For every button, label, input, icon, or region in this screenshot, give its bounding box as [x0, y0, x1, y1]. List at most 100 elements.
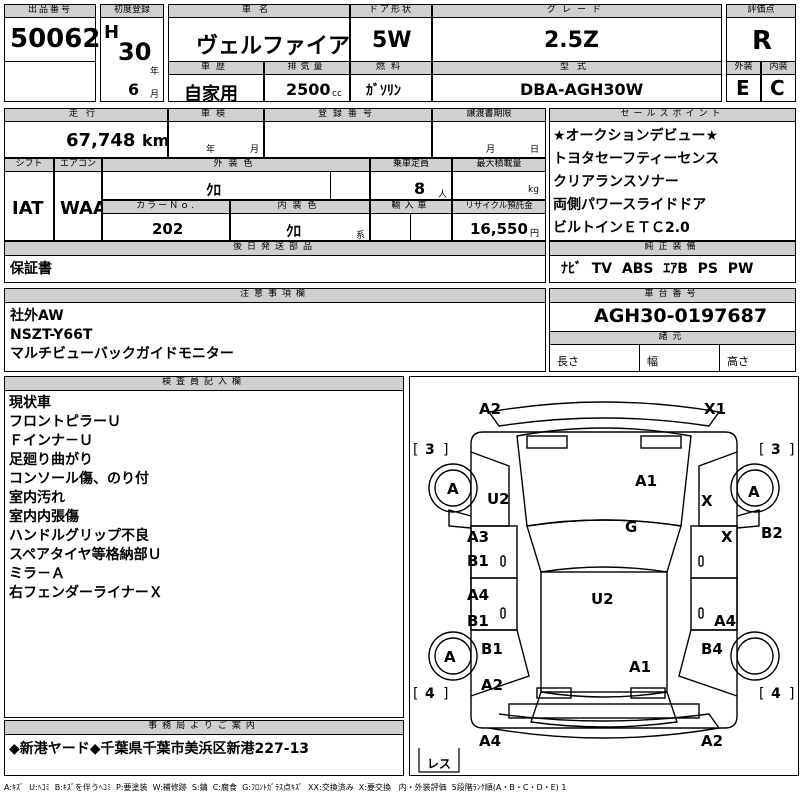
- interior-label: 内装: [761, 61, 796, 75]
- inspection-year-unit: 年: [206, 145, 216, 155]
- damage-mark: U2: [487, 490, 510, 508]
- right-rear-tire-inner: [736, 637, 774, 675]
- capacity-unit: 人: [438, 190, 448, 200]
- transfer-month-unit: 月: [486, 145, 496, 155]
- grade-label: グレード: [432, 4, 722, 18]
- damage-mark: U2: [591, 590, 614, 608]
- exterior-value: E: [736, 76, 750, 100]
- lot-blank-cell: [4, 61, 96, 102]
- door-handle: [698, 607, 704, 619]
- tire-lf-value: 3: [425, 442, 435, 458]
- notes-line: NSZT-Y66T: [10, 327, 93, 343]
- damage-mark: B2: [761, 524, 783, 542]
- inspector-line: 右フェンダーライナーＸ: [9, 585, 163, 601]
- rear-glass: [530, 691, 678, 728]
- exterior-label: 外装: [726, 61, 761, 75]
- damage-mark: B4: [701, 640, 723, 658]
- tail-lamp: [536, 687, 572, 699]
- front-bumper: [487, 401, 721, 427]
- length-label: 長さ: [557, 355, 579, 368]
- inspector-line: コンソール傷、のり付: [9, 471, 149, 487]
- tire-lr-value: 4: [425, 686, 435, 702]
- legend: A:ｷｽﾞ U:ﾍｺﾐ B:ｷｽﾞを伴うﾍｺﾐ P:要塗装 W:補修跡 S:錆 …: [4, 783, 567, 792]
- car-outline: [448, 401, 760, 739]
- tire-rf-bracket: [: [759, 442, 764, 458]
- recycle-unit: 円: [530, 229, 540, 239]
- rear-lower: [508, 703, 700, 719]
- mileage-label: 走行: [4, 108, 168, 122]
- tire-lr-bracket: [: [413, 686, 418, 702]
- damage-mark: X: [721, 528, 733, 546]
- recycle-label: リサイクル預託金: [452, 200, 546, 214]
- car-name-label: 車名: [168, 4, 350, 18]
- damage-mark: B1: [481, 640, 503, 658]
- equipment-label: 純正装備: [549, 241, 796, 256]
- hood: [516, 427, 692, 527]
- damage-mark: A: [748, 483, 760, 501]
- mileage-unit: km: [142, 131, 170, 150]
- rear-bumper: [488, 713, 721, 739]
- damage-mark: B1: [467, 552, 489, 570]
- inspector-line: Ｆインナ－Ｕ: [9, 433, 93, 449]
- color-no-value: 202: [152, 220, 184, 238]
- inspector-cell: [4, 376, 404, 718]
- chassis-value: AGH30-0197687: [594, 305, 768, 327]
- tail-lamp: [630, 687, 666, 699]
- reg-year: 30: [118, 38, 152, 66]
- recycle-value: 16,550: [470, 220, 528, 238]
- mileage-value: 67,748: [66, 130, 136, 151]
- import-label: 輸入車: [370, 200, 452, 214]
- transfer-day-unit: 日: [530, 145, 540, 155]
- office-label: 事務局よりご案内: [4, 720, 404, 735]
- first-reg-cell: [100, 4, 164, 102]
- left-rear-tire: [428, 631, 478, 681]
- right-quarter: [678, 629, 738, 697]
- sales-points-label: セールスポイント: [549, 108, 796, 122]
- sales-point: トヨタセーフティーセンス: [553, 151, 720, 167]
- fuel-label: 燃料: [350, 61, 432, 75]
- damage-mark: A4: [714, 612, 736, 630]
- spec-label: 諸元: [549, 331, 796, 345]
- inspector-label: 検査員記入欄: [4, 376, 404, 391]
- displacement-label: 排気量: [264, 61, 350, 75]
- door-label: ドア形状: [350, 4, 432, 18]
- width-label: 幅: [647, 355, 658, 368]
- windshield: [526, 519, 682, 573]
- displacement-value: 2500: [286, 80, 331, 99]
- displacement-unit: cc: [332, 89, 342, 99]
- notes-label: 注意事項欄: [4, 288, 546, 303]
- inspector-line: 現状車: [9, 395, 51, 411]
- lot-number-label: 出品番号: [4, 4, 96, 18]
- notes-line: マルチビューバックガイドモニター: [10, 346, 234, 362]
- int-color-unit: 系: [356, 231, 366, 241]
- damage-mark: A2: [481, 676, 503, 694]
- vehicle-damage-diagram: [ 3 ] [ 3 ] [ 4 ] [ 4 ] レス A2 X1 U2 A1 X…: [413, 400, 794, 773]
- lot-number: 50062: [10, 24, 101, 54]
- car-name: ヴェルファイア: [196, 34, 351, 59]
- shift-label: シフト: [4, 158, 54, 172]
- inspector-lines: 現状車 フロントピラーＵ Ｆインナ－Ｕ 足廻り曲がり コンソール傷、のり付 室内…: [9, 394, 163, 603]
- spare-bracket: [418, 748, 460, 773]
- damage-mark: G: [625, 518, 637, 536]
- ac-value: WAA: [60, 198, 107, 219]
- chassis-label: 車台番号: [549, 288, 796, 303]
- damage-diagram-frame: [409, 376, 799, 776]
- shift-value: IAT: [12, 198, 44, 219]
- score-label: 評価点: [726, 4, 796, 18]
- ext-color-divider: [330, 171, 331, 200]
- damage-mark: B1: [467, 612, 489, 630]
- inspector-line: 足廻り曲がり: [9, 452, 93, 468]
- capacity-label: 乗車定員: [370, 158, 452, 172]
- door-handle: [500, 607, 506, 619]
- height-label: 高さ: [727, 355, 749, 368]
- body-outline: [470, 431, 738, 729]
- ext-color-label: 外装色: [102, 158, 370, 172]
- left-front-tire: [428, 463, 478, 513]
- spec-divider-1: [639, 345, 640, 372]
- damage-marks: A2 X1 U2 A1 X A A G A3 B1 X B2 A4 B1 U2 …: [444, 400, 783, 750]
- damage-mark: A4: [479, 732, 501, 750]
- registration-label: 登録番号: [264, 108, 432, 122]
- transfer-label: 譲渡書期限: [432, 108, 546, 122]
- damage-mark: X1: [704, 400, 726, 418]
- later-parts-value: 保証書: [10, 261, 52, 277]
